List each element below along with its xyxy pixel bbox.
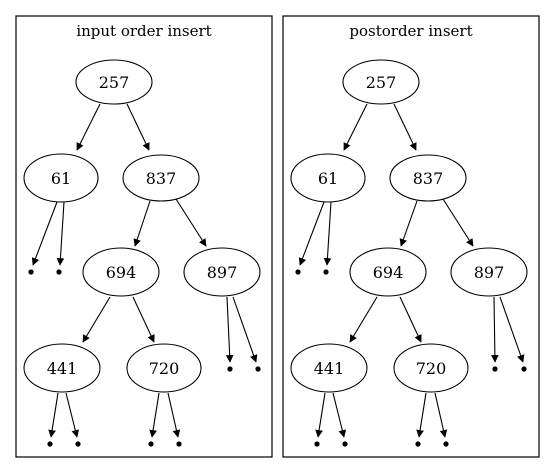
node-label: 897	[207, 263, 238, 282]
edge-720-null	[416, 392, 427, 438]
node-label: 441	[314, 359, 345, 378]
null-point	[314, 441, 320, 447]
null-point	[148, 441, 154, 447]
node-label: 441	[47, 359, 78, 378]
node-897: 897	[450, 247, 528, 297]
edge-897-null	[225, 296, 234, 363]
null-point	[342, 441, 348, 447]
panel-input-order: input order insert 257 61	[15, 15, 273, 458]
panel-title: input order insert	[76, 22, 211, 40]
edge-694-441	[349, 296, 378, 343]
edge-441-null	[48, 392, 59, 438]
node-257: 257	[75, 59, 153, 105]
node-ellipse	[75, 59, 153, 105]
edge-441-null	[315, 392, 326, 438]
edge-257-61	[76, 103, 101, 151]
null-point	[443, 441, 449, 447]
edge-897-null	[499, 296, 525, 363]
node-ellipse	[23, 343, 101, 393]
node-837: 837	[389, 154, 467, 202]
null-point	[176, 441, 182, 447]
null-point	[521, 366, 527, 372]
cluster-box	[15, 15, 273, 458]
panel-title: postorder insert	[349, 22, 472, 40]
node-ellipse	[393, 343, 469, 393]
node-label: 837	[413, 169, 444, 188]
null-point	[492, 366, 498, 372]
null-point	[255, 366, 261, 372]
edge-720-null	[167, 392, 181, 438]
node-label: 257	[99, 73, 130, 92]
edge-257-837	[393, 103, 417, 151]
null-point	[323, 269, 329, 275]
node-441: 441	[23, 343, 101, 393]
node-61: 61	[290, 153, 366, 203]
edge-694-441	[82, 296, 111, 343]
edge-694-720	[132, 296, 155, 343]
edge-61-null	[298, 201, 325, 266]
node-694: 694	[349, 247, 427, 297]
edge-61-null	[323, 201, 332, 266]
edge-897-null	[232, 296, 258, 363]
edge-441-null	[332, 392, 347, 438]
node-ellipse	[122, 154, 200, 202]
node-441: 441	[290, 343, 368, 393]
node-694: 694	[82, 247, 160, 297]
null-point	[415, 441, 421, 447]
null-point	[28, 269, 34, 275]
edge-61-null	[56, 201, 65, 266]
node-ellipse	[183, 247, 261, 297]
edge-837-897	[442, 198, 474, 247]
null-point	[295, 269, 301, 275]
edge-837-694	[133, 200, 151, 247]
node-ellipse	[23, 153, 99, 203]
node-label: 720	[416, 359, 447, 378]
node-257: 257	[342, 59, 420, 105]
node-label: 837	[146, 169, 177, 188]
edge-720-null	[149, 392, 160, 438]
node-897: 897	[183, 247, 261, 297]
node-61: 61	[23, 153, 99, 203]
null-point	[56, 269, 62, 275]
edge-837-694	[399, 200, 418, 247]
node-label: 257	[366, 73, 397, 92]
node-label: 694	[373, 263, 404, 282]
node-ellipse	[290, 153, 366, 203]
edge-257-837	[126, 103, 150, 151]
edge-257-61	[343, 103, 368, 151]
null-point	[75, 441, 81, 447]
node-720: 720	[393, 343, 469, 393]
null-point	[227, 366, 233, 372]
edge-694-720	[399, 296, 422, 343]
null-point	[47, 441, 53, 447]
edge-720-null	[434, 392, 448, 438]
node-837: 837	[122, 154, 200, 202]
node-label: 720	[149, 359, 180, 378]
node-ellipse	[349, 247, 427, 297]
node-label: 61	[51, 169, 71, 188]
node-label: 61	[318, 169, 338, 188]
node-ellipse	[290, 343, 368, 393]
node-720: 720	[126, 343, 202, 393]
node-ellipse	[450, 247, 528, 297]
panel-postorder: postorder insert 257 61	[282, 15, 540, 458]
cluster-box	[282, 15, 540, 458]
edge-441-null	[65, 392, 80, 438]
node-ellipse	[389, 154, 467, 202]
node-ellipse	[342, 59, 420, 105]
edge-897-null	[491, 296, 499, 363]
node-ellipse	[126, 343, 202, 393]
node-label: 694	[106, 263, 137, 282]
edge-837-897	[175, 198, 207, 247]
node-label: 897	[474, 263, 505, 282]
node-ellipse	[82, 247, 160, 297]
edge-61-null	[31, 201, 58, 266]
